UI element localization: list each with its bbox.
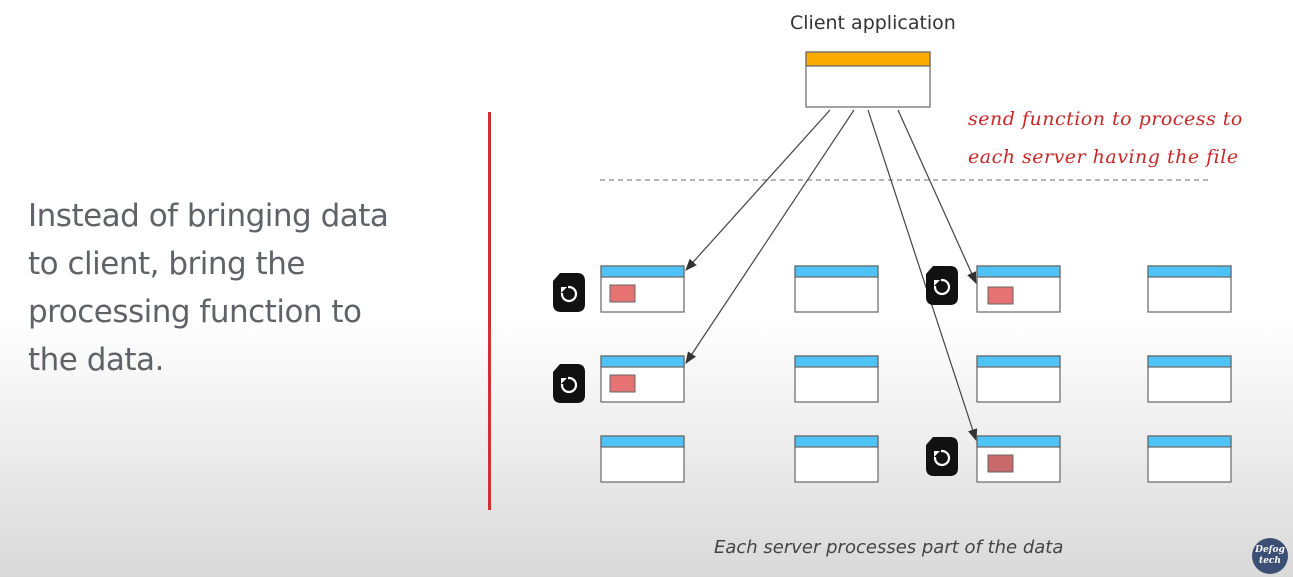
- main-text-line: Instead of bringing data: [28, 198, 389, 234]
- arrows: [685, 109, 978, 442]
- server-window: [600, 355, 685, 403]
- server-window: [794, 435, 879, 483]
- data-block: [609, 284, 636, 303]
- function-icon: [553, 273, 585, 312]
- data-block: [609, 374, 636, 393]
- vertical-divider: [488, 112, 491, 510]
- server-window: [600, 265, 685, 313]
- server-window: [976, 355, 1061, 403]
- main-text-line: processing function to: [28, 294, 362, 330]
- server-window: [1147, 435, 1232, 483]
- client-label: Client application: [790, 12, 956, 34]
- main-text-line: the data.: [28, 342, 164, 378]
- note-line: each server having the file: [968, 146, 1239, 168]
- server-window: [1147, 355, 1232, 403]
- server-window: [1147, 265, 1232, 313]
- server-grid: [600, 265, 1232, 483]
- note-line: send function to process to: [968, 108, 1243, 130]
- data-block: [987, 454, 1014, 473]
- server-window: [794, 265, 879, 313]
- main-text: Instead of bringing data to client, brin…: [28, 192, 448, 384]
- function-icon: [926, 437, 958, 476]
- logo-line: tech: [1259, 556, 1281, 566]
- handwritten-note: send function to process to each server …: [968, 100, 1288, 176]
- server-window: [976, 435, 1061, 483]
- main-text-line: to client, bring the: [28, 246, 305, 282]
- arrow: [685, 109, 831, 271]
- client-window: [805, 51, 931, 108]
- server-window: [600, 435, 685, 483]
- server-window: [794, 355, 879, 403]
- server-window: [976, 265, 1061, 313]
- arrow: [867, 109, 978, 442]
- function-icon: [926, 266, 958, 305]
- arrow: [897, 109, 977, 285]
- logo-line: Defog: [1255, 545, 1285, 555]
- diagram-caption: Each server processes part of the data: [714, 537, 1064, 558]
- defog-tech-logo: Defog tech: [1252, 538, 1288, 574]
- data-block: [987, 286, 1014, 305]
- function-icon: [553, 364, 585, 403]
- arrow: [685, 109, 855, 364]
